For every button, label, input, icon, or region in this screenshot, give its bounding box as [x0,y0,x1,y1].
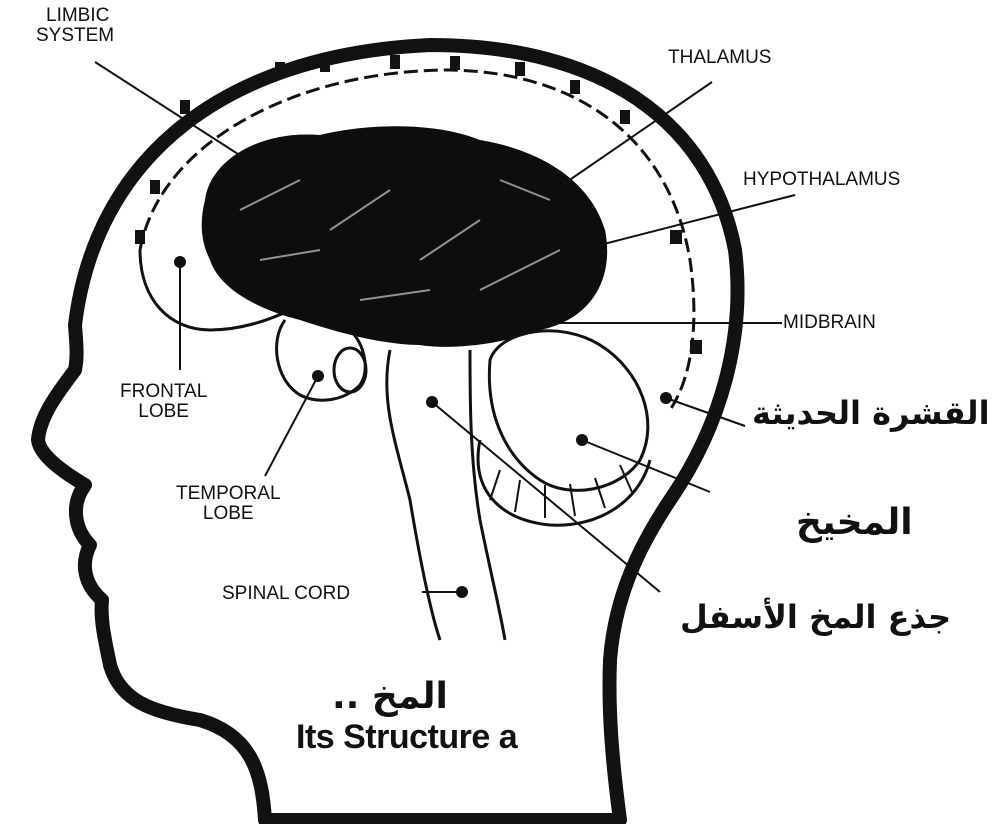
cerebellum [489,331,647,491]
label-hypothalamus: HYPOTHALAMUS [743,170,900,190]
title-english-clip: Its Structure a [296,712,596,772]
label-lower-brainstem-arabic: جذع المخ الأسفل [680,598,951,636]
label-limbic-system: LIMBIC SYSTEM [36,6,114,46]
temporal-lobe [277,320,366,400]
label-spinal-cord: SPINAL CORD [222,584,350,604]
limbic-mass [202,126,607,347]
title-arabic: المخ .. [332,676,448,717]
title-english: Its Structure a [296,718,517,757]
label-cerebellum-arabic: المخيخ [796,502,913,543]
label-neocortex-arabic: القشرة الحديثة [752,394,990,432]
label-temporal-lobe: TEMPORAL LOBE [176,484,281,524]
label-thalamus: THALAMUS [668,48,771,68]
label-midbrain: MIDBRAIN [783,313,876,333]
label-frontal-lobe: FRONTAL LOBE [120,382,207,422]
